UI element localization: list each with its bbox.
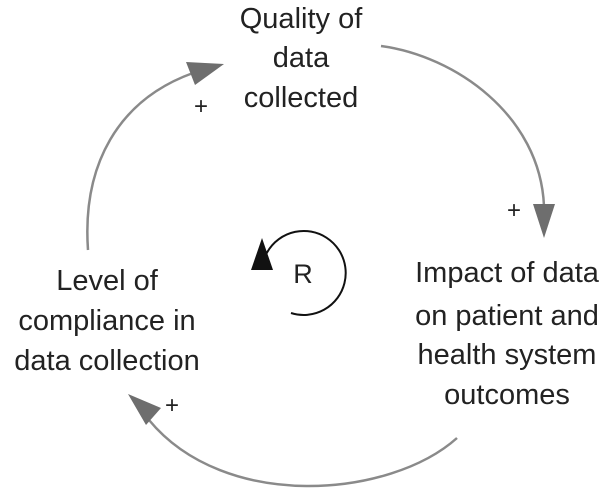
link-quality-to-impact-polarity: + bbox=[507, 197, 521, 224]
link-quality-to-impact-arc bbox=[380, 44, 546, 207]
node-quality-line-1: Quality of bbox=[240, 3, 363, 35]
node-impact-line-1: Impact of data bbox=[415, 257, 600, 289]
reinforcing-loop-indicator: R bbox=[251, 230, 347, 316]
node-compliance-line-1: Level of bbox=[56, 265, 159, 297]
loop-label: R bbox=[293, 259, 313, 289]
link-impact-to-compliance: + bbox=[128, 392, 458, 488]
link-compliance-to-quality-polarity: + bbox=[194, 93, 208, 120]
node-level-of-compliance: Level of compliance in data collection bbox=[14, 265, 199, 377]
loop-arrowhead-icon bbox=[251, 238, 273, 270]
node-impact-line-2: on patient and bbox=[415, 300, 599, 332]
node-impact-of-data: Impact of data on patient and health sys… bbox=[415, 257, 600, 411]
node-impact-line-3: health system bbox=[418, 339, 597, 371]
node-impact-line-4: outcomes bbox=[444, 379, 570, 411]
node-quality-line-3: collected bbox=[244, 82, 358, 114]
link-impact-to-compliance-arrowhead bbox=[128, 394, 161, 425]
link-compliance-to-quality-arc bbox=[86, 71, 194, 251]
link-compliance-to-quality: + bbox=[86, 62, 224, 251]
loop-arc bbox=[261, 230, 347, 316]
link-impact-to-compliance-polarity: + bbox=[165, 392, 179, 419]
node-quality-line-2: data bbox=[273, 42, 330, 74]
link-quality-to-impact-arrowhead bbox=[533, 204, 555, 238]
link-impact-to-compliance-arc bbox=[148, 419, 458, 488]
link-quality-to-impact: + bbox=[380, 44, 555, 238]
node-compliance-line-2: compliance in bbox=[18, 305, 195, 337]
link-compliance-to-quality-arrowhead bbox=[186, 62, 224, 85]
node-quality-of-data: Quality of data collected bbox=[240, 3, 363, 114]
node-compliance-line-3: data collection bbox=[14, 345, 199, 377]
